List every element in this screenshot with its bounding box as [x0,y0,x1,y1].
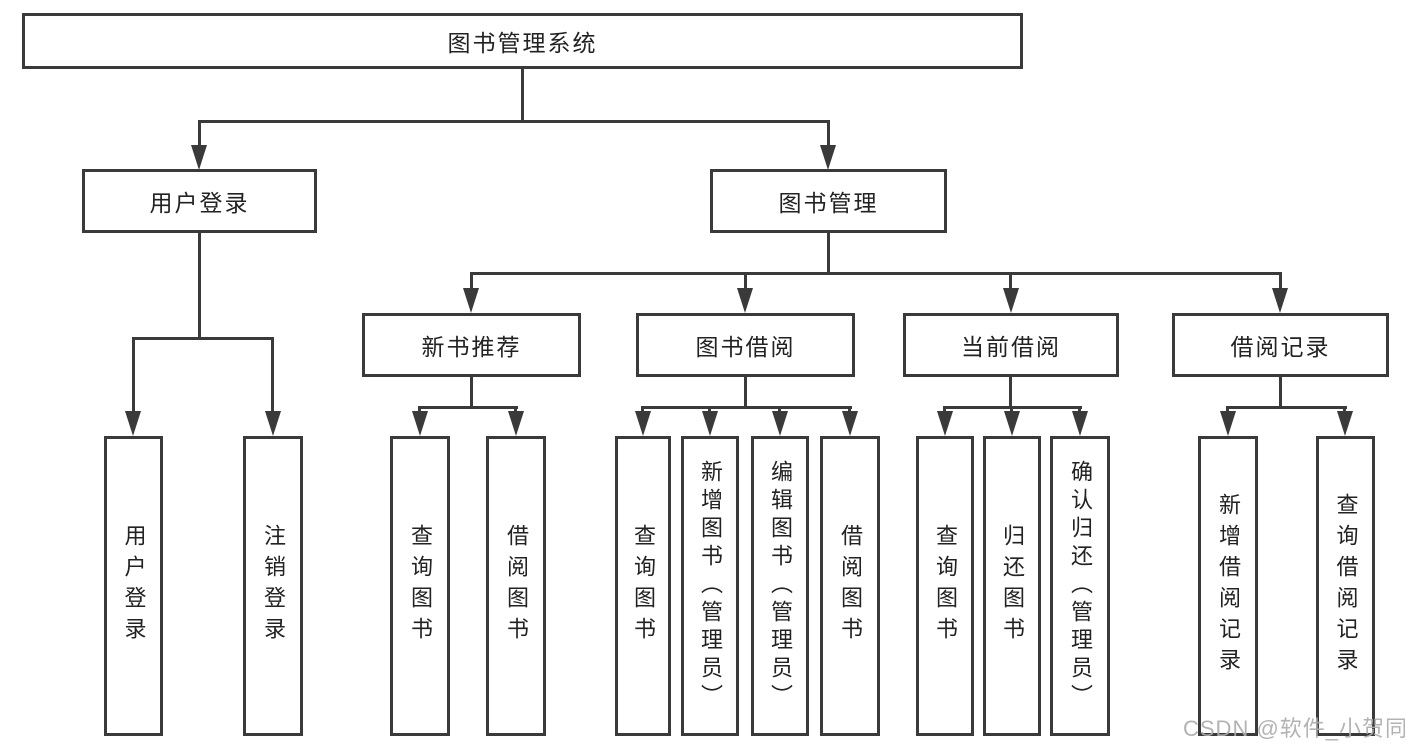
leaf-label: 借阅图书 [504,524,529,648]
node-label: 当前借阅 [961,334,1061,360]
connector-rec-stem [470,377,473,406]
arrowhead-current-borrow [1003,288,1019,313]
connector-root-bar [198,120,830,123]
arrowhead-borrow-c3 [772,411,788,436]
arrowhead-borrow-records [1272,288,1288,313]
connector-borrow-stem [744,377,747,406]
arrowhead-current-c1 [937,411,953,436]
connector-to-leaf-user-login [132,337,135,414]
leaf-logout: 注销登录 [243,436,303,736]
arrowhead-borrow-c4 [842,411,858,436]
arrowhead-book-borrow [737,288,753,313]
connector-borrow-c3 [778,406,781,414]
connector-borrow-c4 [848,406,851,414]
connector-to-new-book [470,272,473,291]
leaf-label: 新增图书（管理员） [698,460,723,712]
arrowhead-rec-c2 [508,411,524,436]
connector-to-user-login [198,120,201,148]
leaf-label: 借阅图书 [838,524,863,648]
connector-current-c1 [943,406,946,414]
connector-mgmt-stem [827,233,830,272]
connector-current-c3 [1078,406,1081,414]
connector-to-leaf-logout [271,337,274,414]
leaf-edit-book-admin: 编辑图书（管理员） [751,436,809,736]
leaf-query-books-borrow: 查询图书 [615,436,671,736]
arrowhead-borrow-c2 [702,411,718,436]
connector-borrow-c1 [641,406,644,414]
arrowhead-rec-c1 [412,411,428,436]
connector-borrow-bar [641,406,852,409]
arrowhead-new-book [463,288,479,313]
leaf-label: 确认归还（管理员） [1068,460,1093,712]
connector-rec-c2 [514,406,517,414]
arrowhead-borrow-c1 [635,411,651,436]
connector-to-book-management [827,120,830,148]
leaf-add-borrow-record: 新增借阅记录 [1198,436,1258,736]
leaf-label: 查询图书 [933,524,958,648]
connector-borrow-c2 [708,406,711,414]
leaf-add-book-admin: 新增图书（管理员） [681,436,739,736]
arrowhead-current-c2 [1004,411,1020,436]
node-new-book-recommend: 新书推荐 [362,313,581,377]
node-label: 新书推荐 [421,334,522,360]
connector-login-bar [132,337,274,340]
node-borrow-records: 借阅记录 [1172,313,1389,377]
connector-record-c1 [1226,406,1229,414]
arrowhead-record-c2 [1337,411,1353,436]
watermark-csdn: CSDN @软件_小贺同学 [1183,716,1405,741]
leaf-label: 查询图书 [631,524,656,648]
node-book-management: 图书管理 [710,169,947,233]
arrowhead-book-management [820,145,836,170]
leaf-return-book: 归还图书 [983,436,1041,736]
node-label: 借阅记录 [1230,334,1331,360]
leaf-label: 编辑图书（管理员） [768,460,793,712]
arrowhead-record-c1 [1220,411,1236,436]
leaf-label: 用户登录 [121,524,147,648]
connector-record-c2 [1343,406,1346,414]
node-book-borrow: 图书借阅 [636,313,855,377]
leaf-query-books-current: 查询图书 [916,436,974,736]
connector-current-c2 [1010,406,1013,414]
leaf-confirm-return-admin: 确认归还（管理员） [1050,436,1110,736]
node-label: 图书管理系统 [447,30,598,56]
leaf-query-borrow-record: 查询借阅记录 [1316,436,1375,736]
arrowhead-leaf-user-login [125,411,141,436]
leaf-borrow-books: 借阅图书 [820,436,880,736]
connector-rec-c1 [418,406,421,414]
leaf-label: 注销登录 [261,524,286,648]
node-current-borrow: 当前借阅 [903,313,1119,377]
connector-to-current-borrow [1009,272,1012,291]
node-label: 图书管理 [778,190,879,216]
node-label: 用户登录 [149,190,250,216]
node-user-login: 用户登录 [82,169,317,233]
arrowhead-current-c3 [1072,411,1088,436]
connector-to-borrow-records [1279,272,1282,291]
leaf-query-books-recommend: 查询图书 [390,436,450,736]
leaf-user-login: 用户登录 [104,436,163,736]
node-book-management-system: 图书管理系统 [22,13,1023,69]
leaf-label: 查询借阅记录 [1333,493,1359,679]
connector-root-stem [521,69,524,120]
leaf-label: 新增借阅记录 [1216,493,1241,679]
connector-record-stem [1279,377,1282,406]
leaf-borrow-books-recommend: 借阅图书 [486,436,546,736]
arrowhead-user-login [191,145,207,170]
arrowhead-leaf-logout [265,411,281,436]
connector-rec-bar [418,406,518,409]
leaf-label: 归还图书 [1000,524,1025,648]
leaf-label: 查询图书 [408,524,433,648]
connector-record-bar [1226,406,1347,409]
connector-current-stem [1009,377,1012,406]
connector-login-stem [198,233,201,337]
connector-to-book-borrow [744,272,747,291]
connector-mgmt-bar [470,272,1282,275]
node-label: 图书借阅 [695,334,796,360]
